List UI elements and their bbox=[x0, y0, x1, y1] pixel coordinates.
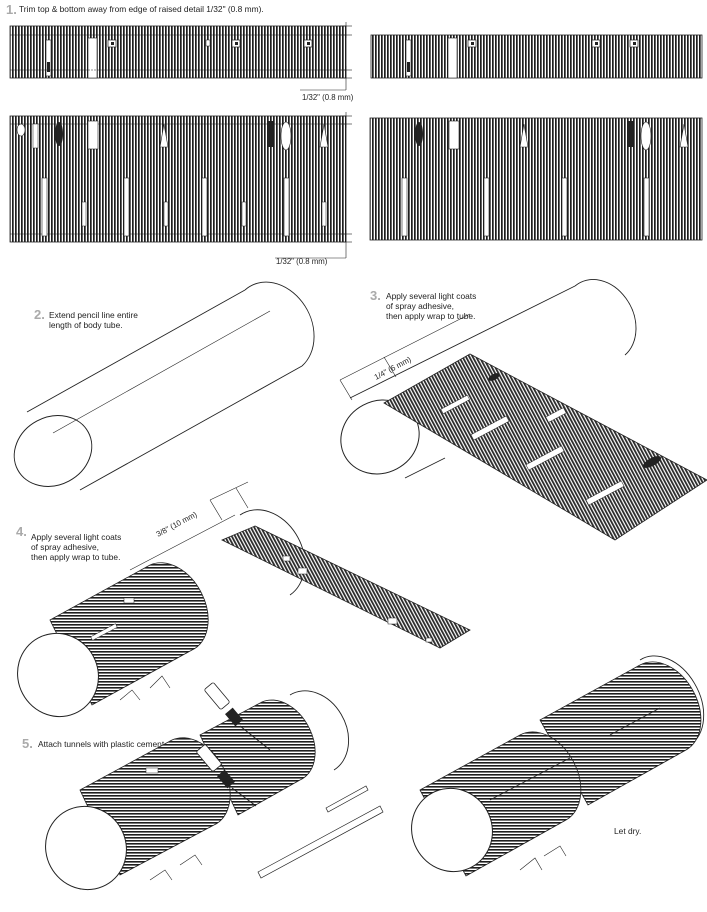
glue-tube-upper bbox=[204, 682, 271, 751]
step-3-number: 3. bbox=[370, 288, 381, 303]
step-4-text-line-2: of spray adhesive, bbox=[31, 542, 99, 552]
step-3-text-line-2: of spray adhesive, bbox=[386, 301, 454, 311]
bottom-strip-untrimmed bbox=[9, 115, 347, 243]
step-3-text-line-1: Apply several light coats bbox=[386, 291, 476, 301]
step-4-text-line-3: then apply wrap to tube. bbox=[31, 552, 120, 562]
wrap-sheet bbox=[383, 353, 707, 541]
step-3-dimension: 1/4" (6 mm) bbox=[373, 355, 413, 382]
bottom-strip-dimension: 1/32" (0.8 mm) bbox=[275, 112, 352, 266]
step-5: 5. Attach tunnels with plastic cement. bbox=[22, 682, 384, 891]
step-4-text-line-1: Apply several light coats bbox=[31, 532, 121, 542]
step-5-number: 5. bbox=[22, 736, 33, 751]
step-2-text-line-2: length of body tube. bbox=[49, 320, 123, 330]
step-4-number: 4. bbox=[16, 524, 27, 539]
step-2: 2. Extend pencil line entire length of b… bbox=[13, 281, 315, 491]
step-2-text-line-1: Extend pencil line entire bbox=[49, 310, 138, 320]
top-strip-dimension-label: 1/32" (0.8 mm) bbox=[302, 93, 354, 102]
let-dry-note: Let dry. bbox=[614, 826, 641, 836]
top-strip-dimension: 1/32" (0.8 mm) bbox=[300, 22, 354, 102]
bottom-strip-trimmed bbox=[369, 117, 703, 241]
step-2-number: 2. bbox=[34, 307, 45, 322]
body-tube-with-flat-wrap: 1/4" (6 mm) bbox=[339, 279, 707, 541]
step-4: 4. Apply several light coats of spray ad… bbox=[16, 481, 471, 718]
step-1-text: Trim top & bottom away from edge of rais… bbox=[19, 4, 264, 14]
step-1: 1. Trim top & bottom away from edge of r… bbox=[6, 2, 703, 266]
bottom-strip-dimension-label: 1/32" (0.8 mm) bbox=[276, 257, 328, 266]
body-tube-partially-wrapped: 3/8" (10 mm) bbox=[17, 481, 471, 718]
final-tube: Let dry. bbox=[411, 655, 705, 877]
body-tube-plain bbox=[13, 281, 315, 491]
step-3-text-line-3: then apply wrap to tube. bbox=[386, 311, 475, 321]
glue-tube-lower bbox=[196, 744, 257, 807]
step-3: 3. Apply several light coats of spray ad… bbox=[339, 279, 707, 541]
fully-wrapped-tube bbox=[45, 690, 349, 891]
tunnel-parts bbox=[257, 785, 384, 879]
top-strip-trimmed bbox=[370, 34, 703, 79]
step-4-dimension: 3/8" (10 mm) bbox=[155, 510, 199, 539]
step-1-number: 1. bbox=[6, 2, 17, 17]
step-5-text: Attach tunnels with plastic cement. bbox=[38, 739, 166, 749]
wrap-strip bbox=[221, 525, 471, 649]
top-strip-untrimmed bbox=[9, 25, 347, 79]
